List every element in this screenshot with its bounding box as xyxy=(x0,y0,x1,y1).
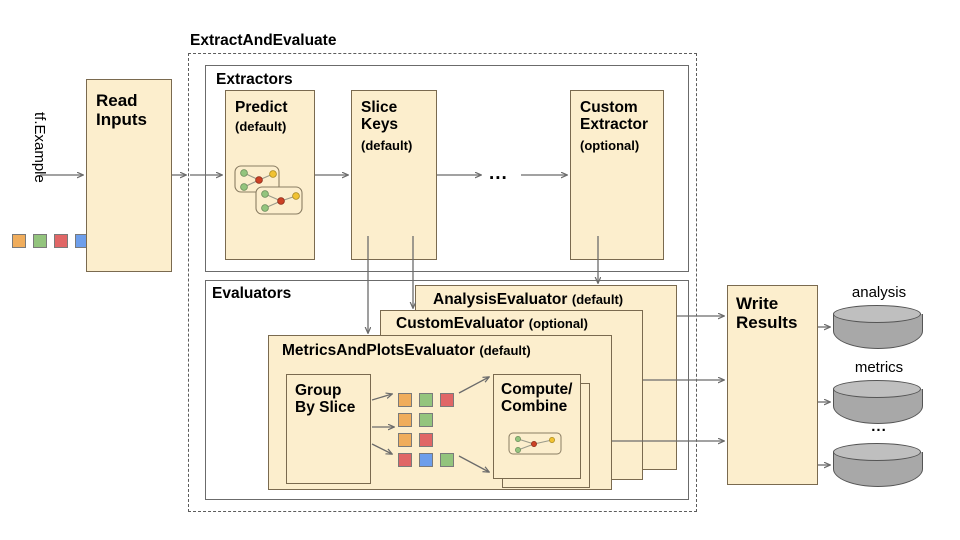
compute-combine-node[interactable]: Compute/ Combine xyxy=(493,374,581,479)
slice-chip-row xyxy=(398,433,454,447)
chip-green xyxy=(33,234,47,248)
metrics-evaluator-label: MetricsAndPlotsEvaluator xyxy=(282,342,475,359)
chip-orange xyxy=(398,433,412,447)
metrics-evaluator-qualifier: (default) xyxy=(479,343,531,358)
output-label-analysis: analysis xyxy=(851,284,907,301)
extract-and-evaluate-title: ExtractAndEvaluate xyxy=(190,32,337,49)
extractor-predict-label: Predict xyxy=(235,99,288,116)
extractor-slice-keys-qualifier: (default) xyxy=(361,138,413,153)
output-label-metrics: metrics xyxy=(854,359,904,376)
extractors-title: Extractors xyxy=(216,71,293,88)
chip-red xyxy=(440,393,454,407)
slice-chip-row xyxy=(398,413,454,427)
chip-red xyxy=(398,453,412,467)
evaluators-title: Evaluators xyxy=(212,285,292,302)
chip-orange xyxy=(398,413,412,427)
input-chip-row xyxy=(12,234,89,248)
read-inputs-node[interactable]: Read Inputs xyxy=(86,79,172,272)
analysis-evaluator-qualifier: (default) xyxy=(571,292,624,307)
metrics-evaluator-title-wrap: MetricsAndPlotsEvaluator (default) xyxy=(282,342,531,360)
chip-blue xyxy=(419,453,433,467)
graph-nodes-small-icon xyxy=(508,432,562,455)
chip-orange xyxy=(398,393,412,407)
slice-chip-row xyxy=(398,453,454,467)
extractor-slice-keys-label: Slice Keys xyxy=(361,99,399,134)
chip-green xyxy=(419,393,433,407)
read-inputs-label: Read Inputs xyxy=(96,91,147,130)
chip-green xyxy=(440,453,454,467)
extract-and-evaluate-group xyxy=(188,53,697,512)
slice-chip-row xyxy=(398,393,454,407)
chip-red xyxy=(419,433,433,447)
analysis-evaluator-title-wrap: AnalysisEvaluator (default) xyxy=(433,291,623,309)
analysis-evaluator-label: AnalysisEvaluator xyxy=(433,291,568,308)
extractor-custom-label: Custom Extractor xyxy=(580,99,649,134)
group-by-slice-node[interactable]: Group By Slice xyxy=(286,374,371,484)
group-by-slice-label: Group By Slice xyxy=(295,382,356,417)
extractors-ellipsis: ... xyxy=(489,163,508,184)
output-cylinder-analysis[interactable] xyxy=(833,305,923,350)
chip-orange xyxy=(12,234,26,248)
output-cylinder-metrics[interactable] xyxy=(833,380,923,425)
custom-evaluator-title-wrap: CustomEvaluator (optional) xyxy=(396,315,588,333)
write-results-label: Write Results xyxy=(736,294,798,333)
extractor-slice-keys-node[interactable]: Slice Keys (default) xyxy=(351,90,437,260)
compute-combine-label: Compute/ Combine xyxy=(501,381,573,416)
chip-green xyxy=(419,413,433,427)
chip-red xyxy=(54,234,68,248)
extractor-custom-node[interactable]: Custom Extractor (optional) xyxy=(570,90,664,260)
cylinder-top xyxy=(833,380,921,398)
write-results-node[interactable]: Write Results xyxy=(727,285,818,485)
cylinder-top xyxy=(833,443,921,461)
graph-nodes-icon xyxy=(234,165,303,215)
metrics-and-plots-evaluator-node[interactable]: MetricsAndPlotsEvaluator (default) Group… xyxy=(268,335,612,490)
output-label-more: ... xyxy=(871,418,887,435)
custom-evaluator-label: CustomEvaluator xyxy=(396,315,525,332)
extractor-predict-node[interactable]: Predict (default) xyxy=(225,90,315,260)
custom-evaluator-qualifier: (optional) xyxy=(528,316,589,331)
extractor-predict-qualifier: (default) xyxy=(235,119,287,134)
input-label-tf-example: tf.Example xyxy=(31,112,48,183)
cylinder-top xyxy=(833,305,921,323)
slice-chip-grid xyxy=(398,393,454,467)
output-cylinder-more[interactable] xyxy=(833,443,923,488)
extractor-custom-qualifier: (optional) xyxy=(580,138,640,153)
